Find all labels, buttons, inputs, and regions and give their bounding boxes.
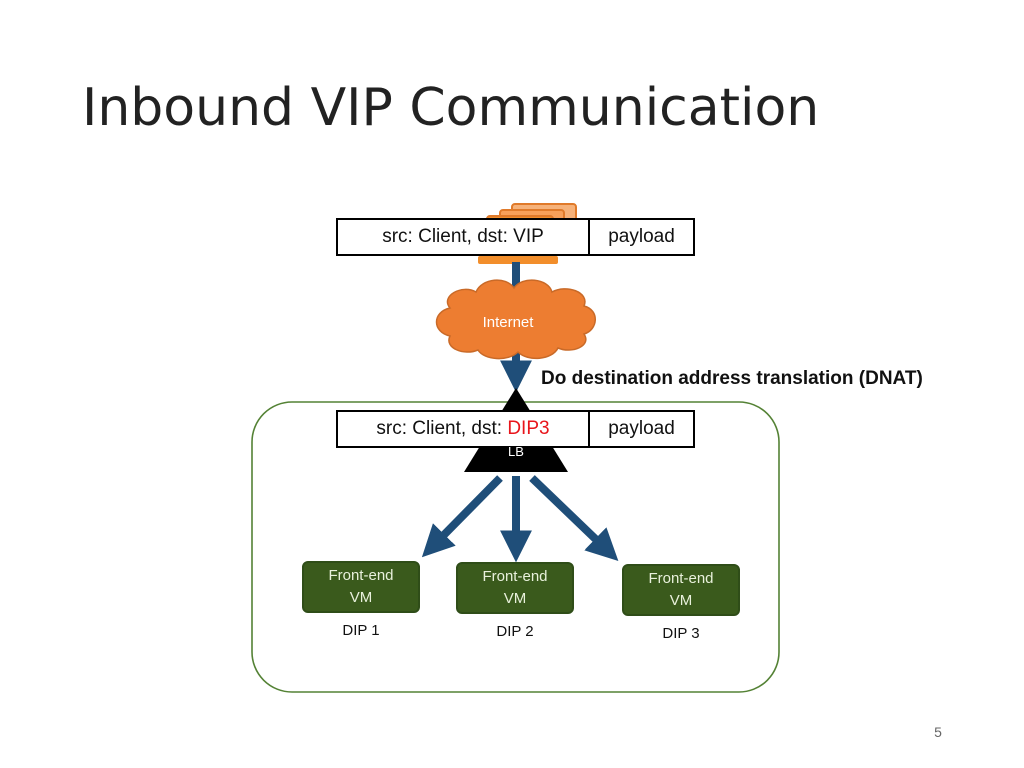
- vm-label-line2: VM: [349, 589, 373, 606]
- vm-label-line2: VM: [503, 590, 527, 607]
- inbound-packet: src: Client, dst: VIP payload: [336, 218, 695, 256]
- vm-label-line2: VM: [669, 592, 693, 609]
- frontend-vm-1: Front-end VM: [302, 561, 420, 613]
- dip-label-2: DIP 2: [496, 623, 534, 640]
- vm-label-line1: Front-end: [482, 568, 548, 585]
- internet-label: Internet: [482, 314, 534, 331]
- vm-label-line1: Front-end: [648, 570, 714, 587]
- slide-title: Inbound VIP Communication: [82, 78, 820, 138]
- lb-label: LB: [508, 444, 524, 459]
- translated-header-prefix: src: Client, dst:: [376, 418, 508, 439]
- translated-packet-payload: payload: [608, 418, 675, 439]
- vm-label-line1: Front-end: [328, 567, 394, 584]
- dnat-label: Do destination address translation (DNAT…: [541, 368, 923, 389]
- frontend-vm-2: Front-end VM: [456, 562, 574, 614]
- packet-header: src: Client, dst: VIP: [338, 220, 590, 254]
- arrow-lb-to-vm1: [421, 475, 503, 558]
- translated-packet-header: src: Client, dst: DIP3: [338, 412, 590, 446]
- packet-payload: payload: [608, 226, 675, 247]
- translated-packet: src: Client, dst: DIP3 payload: [336, 410, 695, 448]
- frontend-vm-3: Front-end VM: [622, 564, 740, 616]
- translated-header-dip: DIP3: [507, 418, 550, 439]
- arrow-lb-to-vm3: [529, 475, 619, 561]
- dip-label-1: DIP 1: [342, 622, 380, 639]
- dip-label-3: DIP 3: [662, 625, 700, 642]
- page-number: 5: [934, 724, 942, 740]
- internet-cloud-icon: [435, 279, 596, 360]
